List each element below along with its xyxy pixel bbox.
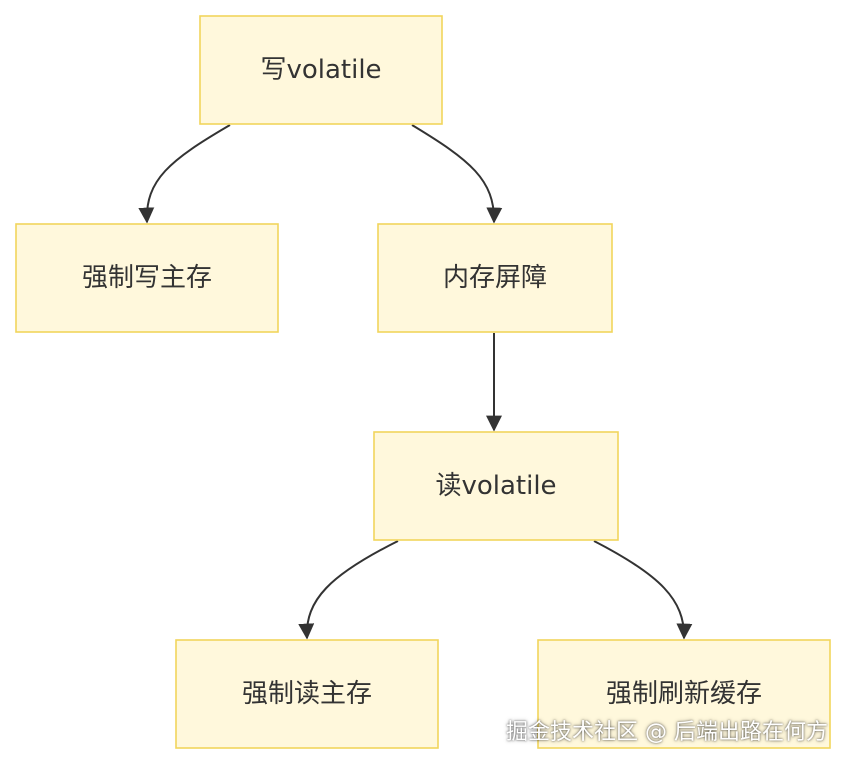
node-label: 内存屏障: [443, 263, 547, 293]
node-read-volatile: 读volatile: [373, 431, 619, 541]
node-label: 强制读主存: [242, 679, 372, 709]
edge-read-to-flush: [593, 540, 693, 640]
edge-write-to-force-write: [138, 124, 231, 224]
node-memory-barrier: 内存屏障: [377, 223, 613, 333]
node-force-flush-cache: 强制刷新缓存: [537, 639, 831, 749]
node-label: 强制刷新缓存: [606, 679, 762, 709]
node-label: 写volatile: [260, 55, 381, 85]
edges: [138, 124, 693, 640]
node-force-write-main-memory: 强制写主存: [15, 223, 279, 333]
node-write-volatile: 写volatile: [199, 15, 443, 125]
watermark: 掘金技术社区 @ 后端出路在何方: [506, 720, 828, 745]
node-label: 强制写主存: [82, 263, 212, 293]
edge-read-to-force-read: [298, 540, 399, 640]
node-label: 读volatile: [435, 471, 556, 501]
edge-write-to-barrier: [411, 124, 503, 224]
node-force-read-main-memory: 强制读主存: [175, 639, 439, 749]
